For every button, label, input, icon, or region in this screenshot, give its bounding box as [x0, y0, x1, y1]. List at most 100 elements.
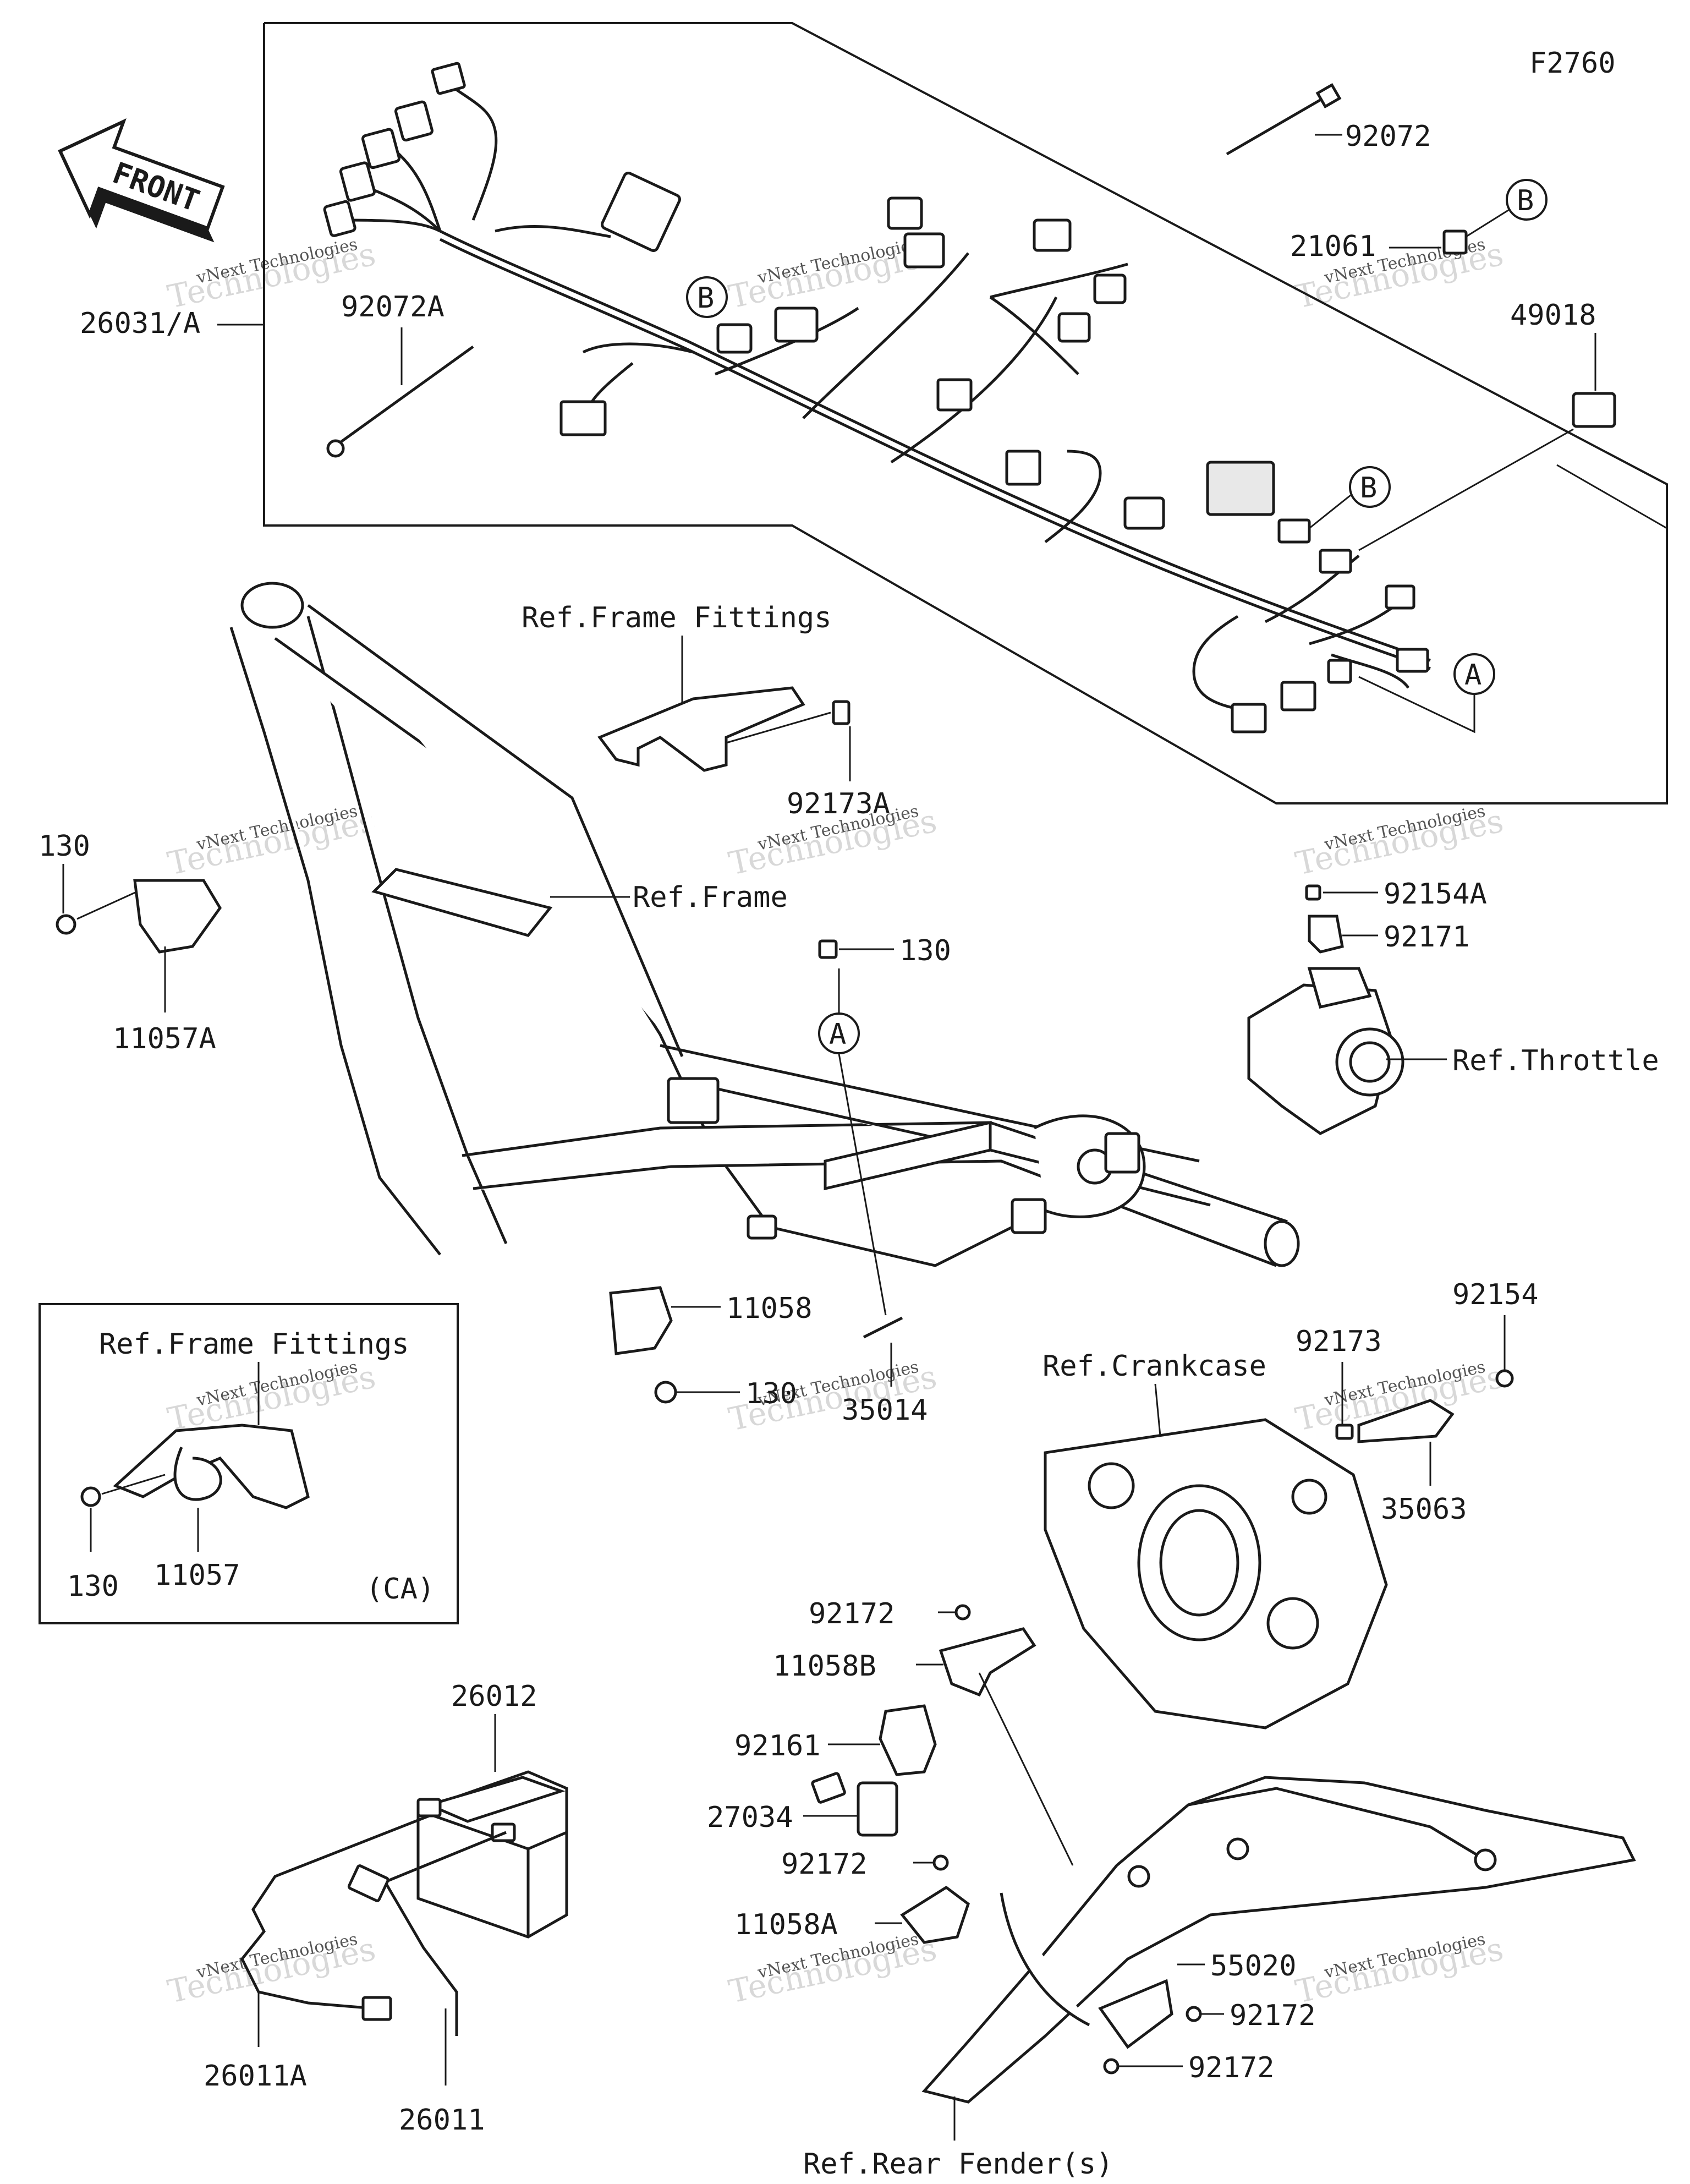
cable-tie-92072A [334, 345, 474, 447]
part-label-11057: 11057 [154, 1559, 240, 1592]
part-label-92173: 92173 [1296, 1325, 1382, 1358]
bolt-130-inset [80, 1486, 101, 1507]
part-label-92173A: 92173A [787, 787, 890, 820]
callout-circle-b [1506, 179, 1548, 221]
part-label-35014: 35014 [842, 1394, 928, 1427]
leader-11058B-fender [978, 1672, 1074, 1866]
bracket-11058 [609, 1286, 673, 1355]
bracket-35063 [1357, 1399, 1455, 1443]
part-label-92172: 92172 [809, 1597, 895, 1630]
grommet-35014 [863, 1316, 903, 1339]
inset-box-ca [39, 1303, 459, 1624]
relay-49018 [1572, 392, 1616, 428]
callout-b-label: B [1360, 472, 1377, 505]
part-label-130: 130 [39, 830, 90, 863]
fuse-21061 [1442, 229, 1468, 255]
part-label-92172: 92172 [1188, 2051, 1275, 2084]
fuse-holder-92161 [879, 1704, 937, 1776]
part-label-92154A: 92154A [1384, 878, 1487, 911]
inset-bracket [113, 1424, 310, 1509]
front-arrow-icon: FRONT [58, 118, 225, 243]
part-label-130: 130 [899, 934, 951, 967]
leader-ref-crankcase [1154, 1383, 1162, 1442]
inset-hook [173, 1447, 222, 1501]
part-label-11058A: 11058A [734, 1908, 838, 1941]
screw-92154A [1305, 884, 1321, 901]
part-label-27034: 27034 [707, 1801, 793, 1834]
part-label-92161: 92161 [734, 1729, 821, 1762]
leader-130-left-link [76, 890, 138, 920]
cable-tie-92072 [1226, 83, 1342, 156]
clamp-92173A [832, 700, 851, 725]
clamp-92171 [1308, 915, 1344, 954]
clamp-92173 [1335, 1424, 1354, 1440]
callout-circle-a [818, 1012, 860, 1054]
callout-b-label: B [697, 282, 714, 315]
leader-a-harness [1358, 676, 1475, 734]
ref-frame: Ref.Frame [633, 881, 788, 914]
part-label-92172: 92172 [781, 1848, 868, 1881]
inset-tag-ca: (CA) [366, 1573, 435, 1606]
ref-crankcase: Ref.Crankcase [1042, 1350, 1266, 1383]
screw-92172-c [1186, 2006, 1202, 2022]
part-label-26012: 26012 [451, 1680, 537, 1713]
part-label-21061: 21061 [1290, 230, 1376, 263]
cap-27034 [857, 1781, 898, 1837]
bracket-11058B [939, 1627, 1036, 1697]
part-label-92172: 92172 [1230, 1999, 1316, 2032]
callout-b-label: B [1517, 184, 1534, 217]
leader-b-21061 [1466, 208, 1511, 238]
callout-a-label: A [829, 1018, 846, 1051]
motorcycle-frame [229, 582, 1300, 1267]
battery-cables [240, 1772, 846, 2036]
callout-a-label: A [1464, 659, 1482, 692]
part-label-92072: 92072 [1345, 120, 1431, 153]
throttle-body [1247, 967, 1404, 1135]
part-label-130: 130 [67, 1570, 119, 1603]
part-label-55020: 55020 [1210, 1950, 1297, 1983]
part-label-49018: 49018 [1510, 299, 1596, 332]
part-label-11058: 11058 [726, 1292, 813, 1325]
callout-circle-a [1453, 653, 1495, 695]
part-label-11058B: 11058B [773, 1650, 876, 1683]
cable-tie-92072A-head [326, 439, 345, 458]
main-wiring-harness [323, 62, 1431, 734]
screw-92172-b [932, 1854, 949, 1871]
figure-code: F2760 [1529, 47, 1616, 80]
bolt-130-left [56, 914, 76, 935]
ref-rear-fender: Ref.Rear Fender(s) [803, 2148, 1113, 2181]
part-label-92154: 92154 [1452, 1278, 1539, 1311]
harness-group-outline [263, 22, 1668, 804]
leader-92173A-link [726, 711, 831, 744]
part-label-26011: 26011 [399, 2104, 485, 2137]
screw-92172-d [1103, 2058, 1120, 2074]
rear-fender [921, 1776, 1636, 2104]
leader-a-35014 [838, 1053, 887, 1316]
crankcase [1044, 1418, 1388, 1729]
nut-130-lower [654, 1381, 677, 1404]
leader-b-harness [1309, 494, 1351, 529]
screw-92154 [1495, 1369, 1514, 1388]
frame-fittings-bracket-top [597, 686, 805, 772]
callout-circle-b [686, 276, 728, 318]
callout-circle-b [1349, 466, 1391, 508]
part-label-92072A: 92072A [341, 291, 445, 324]
ref-throttle: Ref.Throttle [1452, 1044, 1659, 1077]
leader-130-inset-link [101, 1474, 166, 1495]
bolt-130-mid [818, 939, 838, 959]
part-label-130: 130 [745, 1377, 797, 1410]
leader-49018-link [1358, 428, 1574, 551]
screw-92172-a [954, 1604, 971, 1621]
part-label-11057A: 11057A [113, 1022, 216, 1055]
bracket-11057A [133, 879, 222, 954]
battery-26012 [416, 1770, 568, 1939]
part-label-35063: 35063 [1381, 1493, 1467, 1526]
ref-frame-fittings-top: Ref.Frame Fittings [522, 601, 832, 634]
part-label-26011A: 26011A [204, 2060, 307, 2093]
ref-frame-fittings-inset: Ref.Frame Fittings [99, 1328, 409, 1361]
harness-outline-notch [1556, 464, 1667, 529]
bracket-11058A [900, 1885, 970, 1944]
part-label-26031A: 26031/A [80, 307, 200, 340]
